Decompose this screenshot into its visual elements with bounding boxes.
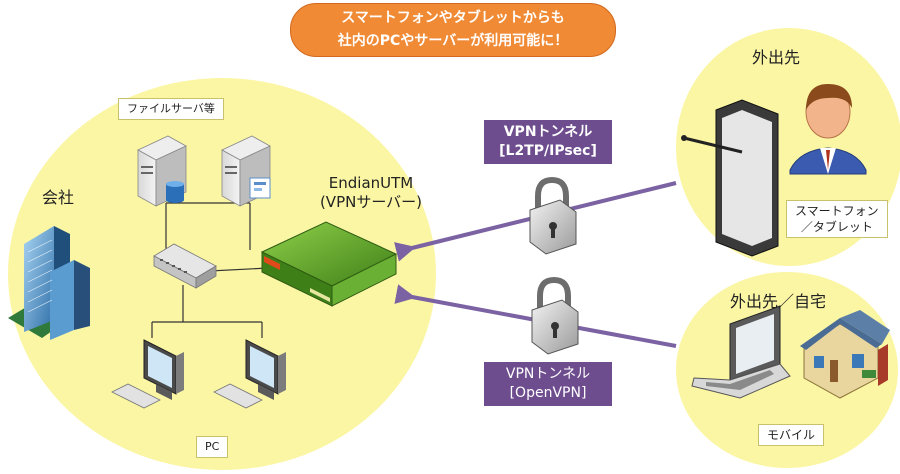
company-label: 会社 (42, 188, 75, 207)
utm-appliance-icon (260, 221, 398, 307)
vpn-tunnel-bottom-label: VPNトンネル [OpenVPN] (484, 362, 612, 406)
vpn-tunnel-bottom-protocol: [OpenVPN] (509, 385, 587, 401)
padlock-icon (531, 276, 579, 355)
database-icon (166, 181, 184, 203)
headline-banner: スマートフォンやタブレットからも 社内のPCやサーバーが利用可能に！ (290, 3, 616, 57)
remote-top-label: 外出先 (752, 48, 801, 67)
keyboard-icon (213, 383, 263, 409)
vpn-tunnel-top-title: VPNトンネル (503, 124, 593, 140)
smartphone-tablet-line-2: ／タブレット (800, 220, 873, 234)
stylus-icon (681, 135, 743, 154)
server-icon (221, 135, 271, 207)
laptop-icon (691, 305, 791, 399)
tablet-icon (715, 99, 779, 257)
smartphone-tablet-label: スマートフォン ／タブレット (786, 200, 888, 238)
headline-line-1: スマートフォンやタブレットからも (341, 10, 565, 26)
vpn-server-label: EndianUTM (VPNサーバー) (296, 174, 446, 212)
vpn-server-name: EndianUTM (328, 174, 414, 192)
building-icon (8, 226, 90, 340)
mobile-label: モバイル (758, 424, 825, 446)
smartphone-tablet-line-1: スマートフォン (795, 204, 879, 218)
vpn-tunnel-bottom-title: VPNトンネル (505, 366, 591, 382)
keyboard-icon (111, 383, 161, 409)
monitor-icon (245, 339, 286, 400)
file-servers-label: ファイルサーバ等 (118, 98, 224, 120)
switch-icon (153, 243, 217, 289)
headline-line-2: 社内のPCやサーバーが利用可能に！ (337, 33, 569, 49)
house-icon (800, 310, 890, 399)
vpn-tunnel-top-label: VPNトンネル [L2TP/IPsec] (484, 120, 612, 164)
remote-bottom-label: 外出先／自宅 (730, 292, 827, 311)
user-icon (789, 84, 867, 175)
vpn-tunnel-top-protocol: [L2TP/IPsec] (499, 143, 597, 159)
pc-label: PC (196, 436, 229, 458)
padlock-icon (529, 176, 577, 255)
vpn-server-role: (VPNサーバー) (319, 193, 423, 211)
monitor-icon (143, 339, 184, 400)
